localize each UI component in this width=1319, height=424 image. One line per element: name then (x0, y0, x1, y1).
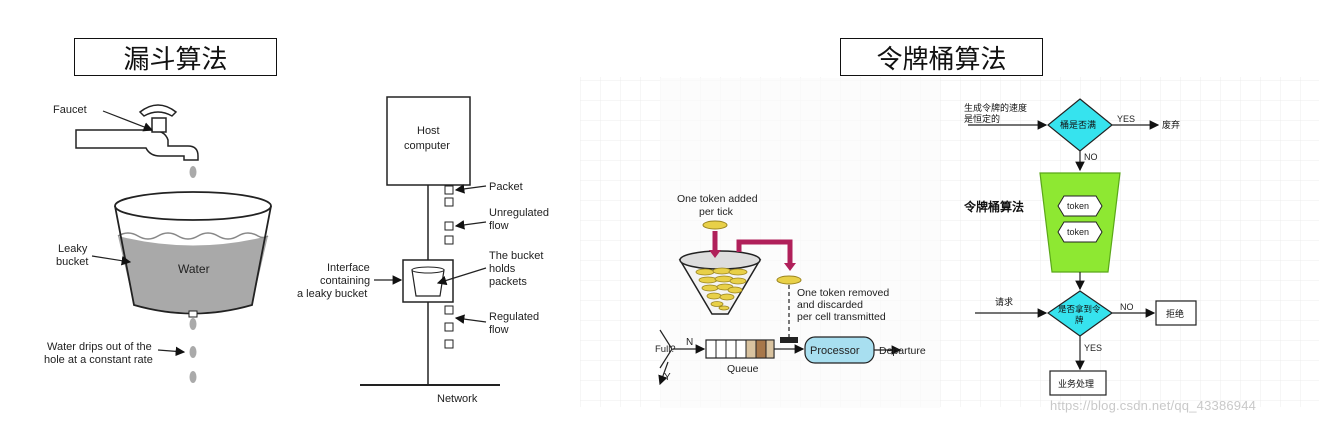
processor-label: Processor (810, 345, 860, 357)
removed-label-3: per cell transmitted (797, 311, 886, 323)
token-label-2: token (1067, 227, 1089, 237)
drips-label-2: hole at a constant rate (44, 354, 153, 366)
token-coin-icon (702, 220, 728, 230)
token-hexagon (1057, 221, 1103, 243)
business-label: 业务处理 (1058, 378, 1094, 390)
host-label-2: computer (404, 140, 450, 152)
business-box (1049, 370, 1107, 396)
holds-label-1: The bucket (489, 250, 543, 262)
packet-square (444, 185, 454, 195)
host-label-1: Host (417, 125, 440, 137)
water-drop-icons (189, 166, 197, 383)
token-bucket-label: 令牌桶算法 (963, 199, 1024, 214)
removed-label-2: and discarded (797, 299, 863, 311)
queue-label: Queue (727, 363, 759, 375)
reject-box (1155, 300, 1197, 326)
holds-label-2: holds (489, 263, 516, 275)
water-label: Water (178, 262, 210, 276)
packet-square (444, 221, 454, 231)
no-label: NO (1084, 152, 1098, 162)
got-token-label-2: 牌 (1075, 315, 1084, 326)
token-coin-icon (776, 275, 802, 285)
packet-square (444, 322, 454, 332)
reject-label: 拒绝 (1166, 308, 1184, 320)
full-label: Full? (655, 344, 676, 355)
request-label: 请求 (995, 296, 1013, 308)
rate-label-1: 生成令牌的速度 (964, 102, 1027, 114)
queue-icon (705, 339, 775, 359)
faucet-icon (75, 104, 199, 161)
unregulated-label-1: Unregulated (489, 207, 549, 219)
rate-label-2: 是恒定的 (964, 113, 1000, 125)
leaky-label-2: bucket (56, 256, 88, 268)
token-label-1: token (1067, 201, 1089, 211)
interface-label-2: containing (320, 275, 370, 287)
remove-arrow (736, 239, 793, 266)
yes-label: YES (1117, 114, 1135, 124)
token-funnel (678, 250, 762, 315)
n-label: N (686, 337, 693, 348)
packet-square (444, 197, 454, 207)
faucet-label: Faucet (53, 104, 87, 116)
yes2-label: YES (1084, 343, 1102, 353)
network-label: Network (437, 393, 478, 405)
discard-label: 废弃 (1162, 119, 1180, 131)
cell-block (780, 337, 798, 343)
packet-square (444, 305, 454, 315)
leaky-bucket-icon (114, 191, 272, 318)
regulated-label-2: flow (489, 324, 509, 336)
token-hexagon (1057, 195, 1103, 217)
added-label-2: per tick (699, 206, 734, 218)
no2-label: NO (1120, 302, 1134, 312)
regulated-label-1: Regulated (489, 311, 539, 323)
packet-label: Packet (489, 181, 523, 193)
drips-label-1: Water drips out of the (47, 341, 152, 353)
interface-label-3: a leaky bucket (297, 288, 367, 300)
packet-square (444, 235, 454, 245)
added-label-1: One token added (677, 193, 758, 205)
leaky-label-1: Leaky (58, 243, 88, 255)
y-label: Y (664, 372, 671, 383)
interface-label-1: Interface (327, 262, 370, 274)
watermark: https://blog.csdn.net/qq_43386944 (1050, 398, 1257, 413)
bucket-full-label: 桶是否满 (1060, 119, 1096, 131)
holds-label-3: packets (489, 276, 527, 288)
departure-label: Departure (879, 345, 926, 357)
token-bucket-title: 令牌桶算法 (840, 38, 1043, 76)
packet-square (444, 339, 454, 349)
removed-label-1: One token removed (797, 287, 889, 299)
unregulated-label-2: flow (489, 220, 509, 232)
got-token-label-1: 是否拿到令 (1058, 304, 1101, 315)
network-diagram (360, 96, 500, 386)
leaky-bucket-title: 漏斗算法 (74, 38, 277, 76)
